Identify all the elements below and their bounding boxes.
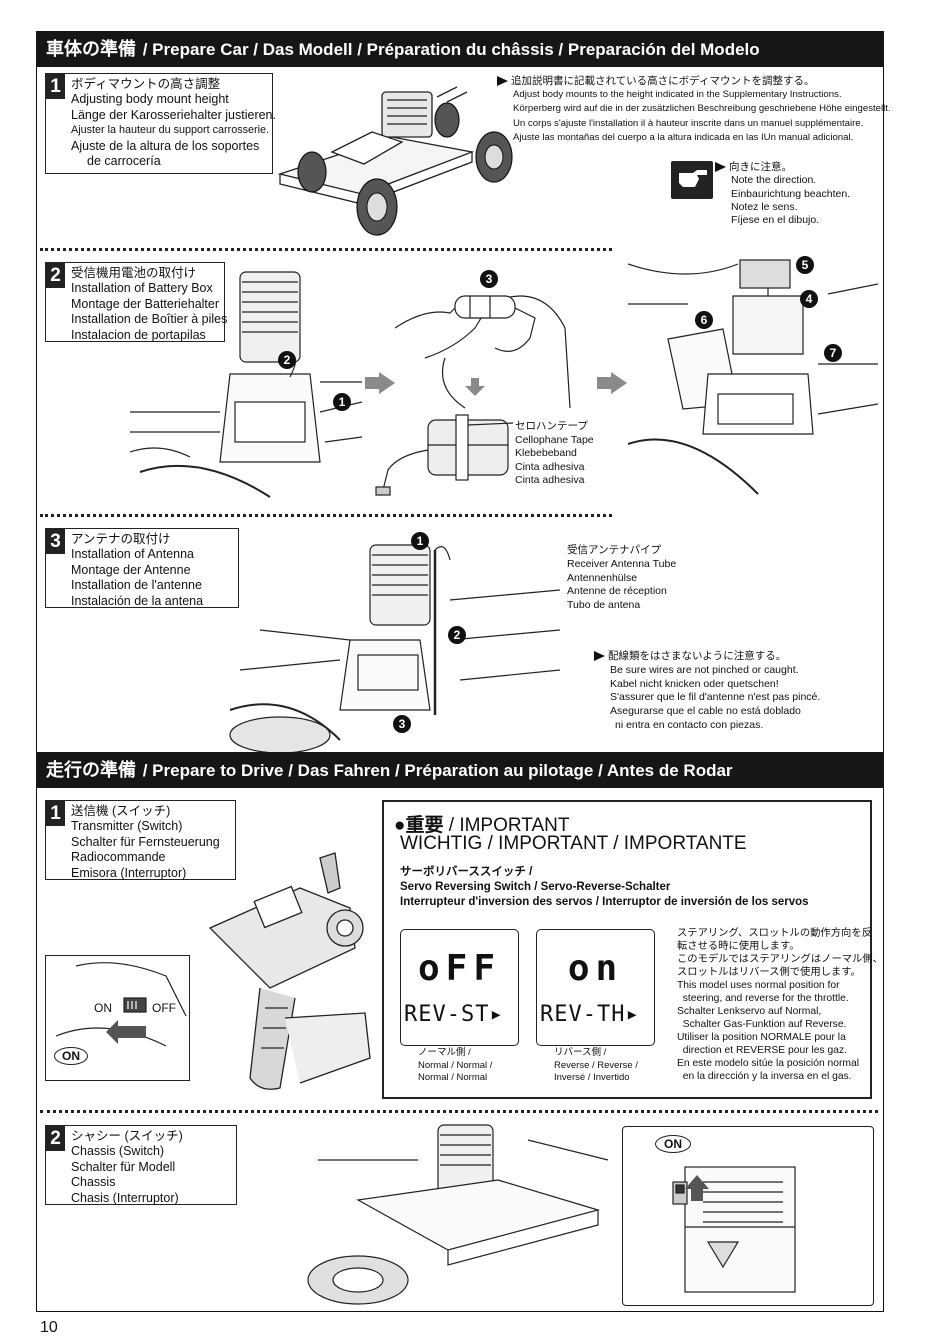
next-arrow-icon [597,372,627,394]
step-number: 1 [46,801,65,826]
section-header-prepare-car: 車体の準備 / Prepare Car / Das Modell / Prépa… [36,31,884,67]
step-box-battery-box: 2 受信機用電池の取付け Installation of Battery Box… [45,262,227,342]
step-number: 2 [46,1126,65,1151]
step-badge-1: 1 [333,393,351,411]
step-badge-7: 7 [824,344,842,362]
step-number: 1 [46,74,65,99]
normal-caption: ノーマル側 / Normal / Normal / Normal / Norma… [418,1047,493,1083]
battery-box-installed-illustration [628,259,878,495]
step-box-transmitter-switch: 1 送信機 (スイッチ) Transmitter (Switch) Schalt… [45,800,236,880]
antenna-install-illustration [229,544,560,752]
step-badge-2: 2 [278,351,296,369]
step-badge-6: 6 [695,311,713,329]
step-box-chassis-switch: 2 シャシー (スイッチ) Chassis (Switch) Schalter … [45,1125,237,1205]
on-label: ON [94,1001,112,1015]
step-badge-2: 2 [448,626,466,644]
step-badge-4: 4 [800,290,818,308]
divider [40,514,612,517]
chassis-switch-closeup: ON [622,1126,874,1306]
step-number: 2 [46,263,65,288]
step-badge-3: 3 [393,715,411,733]
reverse-caption: リバース側 / Reverse / Reverse / Inversé / In… [554,1047,638,1083]
down-arrow-icon [465,378,485,396]
lcd-throttle-reverse: on REV-TH▸ [536,929,655,1046]
pointer-arrow-icon [497,76,508,87]
battery-insertion-hands-illustration [395,295,571,409]
power-switch-closeup: ON OFF ON [45,955,190,1081]
body-mount-note: 追加説明書に記載されている高さにボディマウントを調整する。 Adjust bod… [497,74,891,145]
divider [40,1110,878,1113]
step-badge-5: 5 [796,256,814,274]
car-chassis-illustration [277,86,513,236]
step-number: 3 [46,529,65,554]
battery-pack-taped-illustration [375,414,514,496]
transmitter-illustration [208,852,371,1090]
direction-note: 向きに注意。 Note the direction. Einbaurichtun… [715,161,850,227]
step-badge-3: 3 [480,270,498,288]
pointing-hand-icon [671,161,713,199]
pointer-arrow-icon [715,162,726,173]
important-servo-reversing-box: ●重要 / IMPORTANT WICHTIG / IMPORTANT / IM… [382,800,883,1099]
pointer-arrow-icon [594,651,605,662]
lcd-steering-normal: oFF REV-ST▸ [400,929,519,1046]
on-badge: ON [54,1047,88,1065]
page-number: 10 [40,1319,58,1336]
battery-box-removal-illustration [130,271,362,498]
step-box-body-mount: 1 ボディマウントの高さ調整 Adjusting body mount heig… [45,73,276,174]
on-badge: ON [655,1135,691,1153]
wires-caution-note: 配線類をはさまないように注意する。 Be sure wires are not … [594,650,820,733]
cellophane-tape-label: セロハンテープ Cellophane Tape Klebebeband Cint… [515,420,594,486]
step-badge-1: 1 [411,532,429,550]
antenna-tube-label: 受信アンテナパイプ Receiver Antenna Tube Antennen… [567,544,677,612]
servo-reversing-description: ステアリング、スロットルの動作方向を反 転させる時に使用します。 このモデルでは… [677,928,883,1082]
divider [40,248,612,251]
section-header-prepare-drive: 走行の準備 / Prepare to Drive / Das Fahren / … [36,752,884,788]
chassis-switch-car-illustration [307,1124,609,1305]
next-arrow-icon [365,372,395,394]
step-box-antenna: 3 アンテナの取付け Installation of Antenna Monta… [45,528,239,608]
off-label: OFF [152,1001,176,1015]
